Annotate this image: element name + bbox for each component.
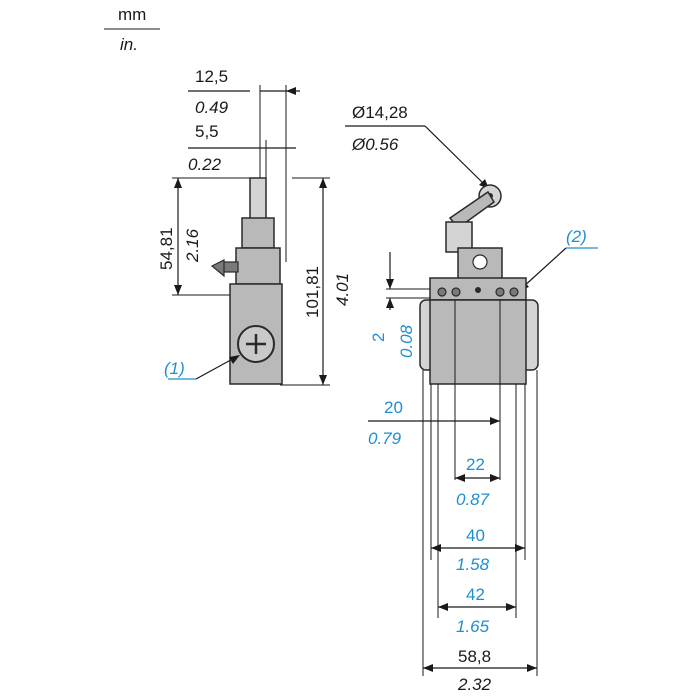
offset-in: 0.08 (397, 324, 416, 358)
center-offset-in: 0.79 (368, 429, 402, 448)
screw-tip (210, 259, 225, 278)
callout-2: (2) (566, 227, 587, 246)
lever-hub (445, 221, 473, 253)
switch-body-side (229, 283, 283, 385)
shaft-width-in: 0.22 (188, 155, 222, 174)
arrow-icon (515, 544, 525, 552)
total-height-in: 4.01 (333, 273, 352, 306)
inner-spacing-mm: 22 (466, 455, 485, 474)
switch-body-front (429, 299, 527, 385)
arrow-icon (438, 603, 448, 611)
center-offset-mm: 20 (384, 398, 403, 417)
unit-mm: mm (118, 5, 146, 24)
arrow-icon (174, 178, 182, 188)
terminal-screw (509, 287, 519, 297)
arrow-icon (319, 375, 327, 385)
head-hole (472, 254, 488, 270)
roller-diameter-mm: Ø14,28 (352, 103, 408, 122)
terminal-screw (451, 287, 461, 297)
body-width-mm: 58,8 (458, 647, 491, 666)
callout-1: (1) (164, 359, 185, 378)
arrow-icon (386, 279, 394, 289)
arrow-icon (423, 664, 433, 672)
lever-height-mm: 54,81 (157, 227, 176, 270)
roller-leader (424, 125, 487, 187)
arrow-icon (229, 355, 240, 364)
terminal-screw (437, 287, 447, 297)
arrow-icon (431, 544, 441, 552)
terminal-screw (495, 287, 505, 297)
hole-spacing-in: 1.58 (456, 555, 490, 574)
arrow-icon (286, 87, 296, 95)
inner-spacing-in: 0.87 (456, 490, 490, 509)
lever-height-in: 2.16 (183, 228, 202, 263)
offset-mm: 2 (369, 333, 388, 342)
total-height-mm: 101,81 (303, 266, 322, 318)
mount-width-mm: 42 (466, 585, 485, 604)
units-legend: mm in. (104, 5, 160, 54)
mount-width-in: 1.65 (456, 617, 490, 636)
roller-diameter-in: Ø0.56 (351, 135, 399, 154)
front-view: Ø14,28 Ø0.56 (2) 2 0.08 (345, 103, 598, 694)
callout-leader (521, 247, 567, 289)
arrow-icon (386, 298, 394, 308)
center-pin (475, 287, 481, 293)
arrow-icon (319, 178, 327, 188)
body-width-in: 2.32 (457, 675, 492, 694)
side-view: 12,5 0.49 5,5 0.22 54,81 2.16 101,81 4.0… (157, 67, 352, 386)
switch-head (235, 247, 281, 285)
lever-head (241, 217, 275, 249)
arrow-icon (506, 603, 516, 611)
arrow-icon (455, 474, 465, 482)
arrow-icon (174, 285, 182, 295)
arrow-icon (490, 474, 500, 482)
arrow-icon (527, 664, 537, 672)
shaft-width-mm: 5,5 (195, 122, 219, 141)
top-width-in: 0.49 (195, 98, 229, 117)
unit-in: in. (120, 35, 138, 54)
arrow-icon (490, 417, 500, 425)
top-width-mm: 12,5 (195, 67, 228, 86)
hole-spacing-mm: 40 (466, 526, 485, 545)
